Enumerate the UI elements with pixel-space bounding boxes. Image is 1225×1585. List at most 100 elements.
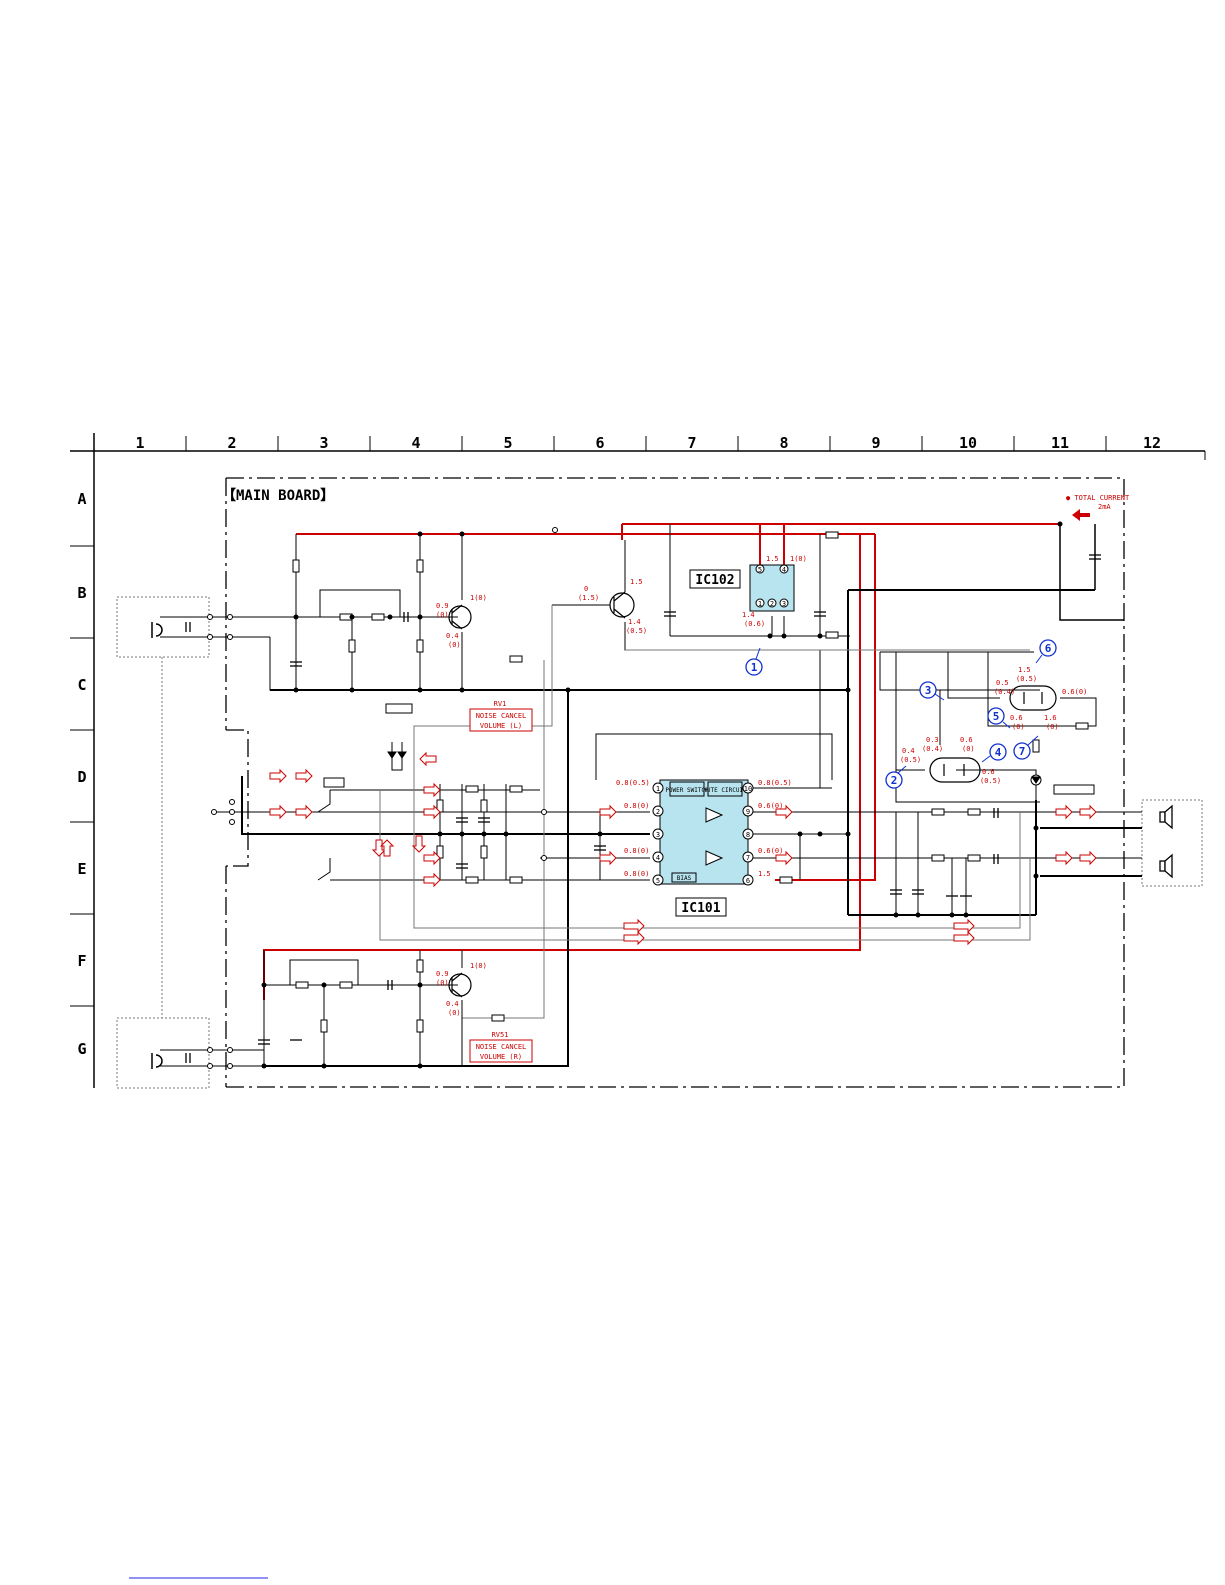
column-label-12: 12 xyxy=(1143,434,1161,452)
row-label-b: B xyxy=(77,584,86,602)
column-label-9: 9 xyxy=(871,434,880,452)
voltage-value: (0) xyxy=(962,745,975,753)
ic102-pin: 3 xyxy=(782,600,786,608)
voltage-value: 1(0) xyxy=(470,962,487,970)
voltage-value: 0.8(0) xyxy=(624,847,649,855)
transistor-q-top xyxy=(448,604,472,630)
transistor-q6 xyxy=(609,591,635,619)
voltage-value: 0.6(0) xyxy=(1062,688,1087,696)
voltage-value: 0.4 xyxy=(446,632,459,640)
voltage-value: 1.5 xyxy=(1018,666,1031,674)
ic101-pin: 1 xyxy=(656,785,660,793)
row-label-a: A xyxy=(77,490,86,508)
voltage-value: 0.4 xyxy=(446,1000,459,1008)
marker-2: 2 xyxy=(885,765,907,789)
marker-4: 4 xyxy=(981,743,1007,763)
row-label-c: C xyxy=(77,676,86,694)
current-arrow-icon xyxy=(1072,509,1090,521)
power-rails xyxy=(263,523,1060,1000)
voltage-value: (0.4) xyxy=(994,688,1015,696)
voltage-value: 1.6 xyxy=(1044,714,1057,722)
ic102-pin: 2 xyxy=(770,600,774,608)
column-label-7: 7 xyxy=(687,434,696,452)
marker-6: 6 xyxy=(1035,639,1057,664)
voltage-value: (0.5) xyxy=(626,627,647,635)
rv51-ref: RV51 xyxy=(492,1031,509,1039)
ic102-pin: 1 xyxy=(758,600,762,608)
ic101-block-mute-circuit: MUTE CIRCUIT xyxy=(703,787,747,794)
rv51-line1: NOISE CANCEL xyxy=(476,1043,527,1051)
svg-text:4: 4 xyxy=(995,746,1002,759)
rv1-ref: RV1 xyxy=(494,700,507,708)
voltage-value: 0.6(0) xyxy=(758,847,783,855)
ic102-label: IC102 xyxy=(695,573,734,588)
led-icon xyxy=(1030,774,1042,786)
total-current-line1: ● TOTAL CURRENT xyxy=(1066,494,1130,502)
speaker-icon xyxy=(1159,804,1173,830)
voltage-value: 0.6 xyxy=(1010,714,1023,722)
marker-1: 1 xyxy=(745,647,763,676)
voltage-value: (0.4) xyxy=(922,745,943,753)
voltage-value: 0.8(0.5) xyxy=(616,779,650,787)
switch-icon xyxy=(317,742,407,881)
voltage-value: (0) xyxy=(436,979,449,987)
voltage-value: 0.5 xyxy=(996,679,1009,687)
row-labels: A B C D E F G xyxy=(77,490,86,1058)
ic101-pin: 6 xyxy=(746,877,750,885)
ic102-pin: 5 xyxy=(758,566,762,574)
transistor-q-bottom xyxy=(448,972,472,998)
ic101-pin: 7 xyxy=(746,854,750,862)
column-labels: 1 2 3 4 5 6 7 8 9 10 11 12 xyxy=(135,434,1161,452)
svg-text:2: 2 xyxy=(891,774,898,787)
voltage-value: (0) xyxy=(448,1009,461,1017)
svg-text:1: 1 xyxy=(751,661,758,674)
voltage-value: 0.8(0.5) xyxy=(758,779,792,787)
rv51-line2: VOLUME (R) xyxy=(480,1053,522,1061)
switch-label-box xyxy=(323,777,345,788)
column-label-6: 6 xyxy=(595,434,604,452)
column-label-4: 4 xyxy=(411,434,420,452)
row-label-d: D xyxy=(77,768,86,786)
voltage-value: (1.5) xyxy=(578,594,599,602)
switch-label-box xyxy=(385,703,413,714)
svg-text:5: 5 xyxy=(993,710,1000,723)
test-point-markers: 1 2 3 4 5 6 7 xyxy=(745,639,1057,789)
board-title: 【MAIN BOARD】 xyxy=(222,488,334,504)
voltage-value: 0.9 xyxy=(436,970,449,978)
grid-frame xyxy=(70,433,1206,1088)
voltage-value: 0 xyxy=(584,585,588,593)
voltage-value: 0.6 xyxy=(982,768,995,776)
transistor-pair-bottom xyxy=(929,757,981,783)
ic101-pin: 9 xyxy=(746,808,750,816)
voltage-value: (0.5) xyxy=(900,756,921,764)
voltage-value: 1.4 xyxy=(742,611,755,619)
voltage-value: (0.5) xyxy=(1016,675,1037,683)
speaker-icon xyxy=(1159,853,1173,879)
voltage-value: (0) xyxy=(1046,723,1059,731)
voltage-annotations: 0.9 (0) 1(0) 0.4 (0) 0.9 (0) 1(0) 0.4 (0… xyxy=(436,555,1087,1017)
voltage-value: (0.5) xyxy=(980,777,1001,785)
ic101-label: IC101 xyxy=(681,901,720,916)
ic101-block-power-switch: POWER SWITCH xyxy=(665,787,709,794)
mic-icon xyxy=(151,622,163,638)
ic101-pin: 5 xyxy=(656,877,660,885)
ic102-pin: 4 xyxy=(782,566,786,574)
voltage-value: 1(0) xyxy=(470,594,487,602)
rv1-line2: VOLUME (L) xyxy=(480,722,522,730)
ic101-pin: 10 xyxy=(744,785,752,793)
voltage-value: (0.6) xyxy=(744,620,765,628)
column-label-8: 8 xyxy=(779,434,788,452)
ic101-pin: 4 xyxy=(656,854,660,862)
column-label-10: 10 xyxy=(959,434,977,452)
open-terminals xyxy=(207,527,558,1069)
mic-icon xyxy=(151,1053,163,1069)
voltage-value: 0.8(0) xyxy=(624,870,649,878)
voltage-value: 1.5 xyxy=(758,870,771,878)
ic101-pin: 8 xyxy=(746,831,750,839)
row-label-e: E xyxy=(77,860,86,878)
svg-text:7: 7 xyxy=(1019,745,1026,758)
voltage-value: (0) xyxy=(448,641,461,649)
column-label-2: 2 xyxy=(227,434,236,452)
voltage-value: 1(0) xyxy=(790,555,807,563)
